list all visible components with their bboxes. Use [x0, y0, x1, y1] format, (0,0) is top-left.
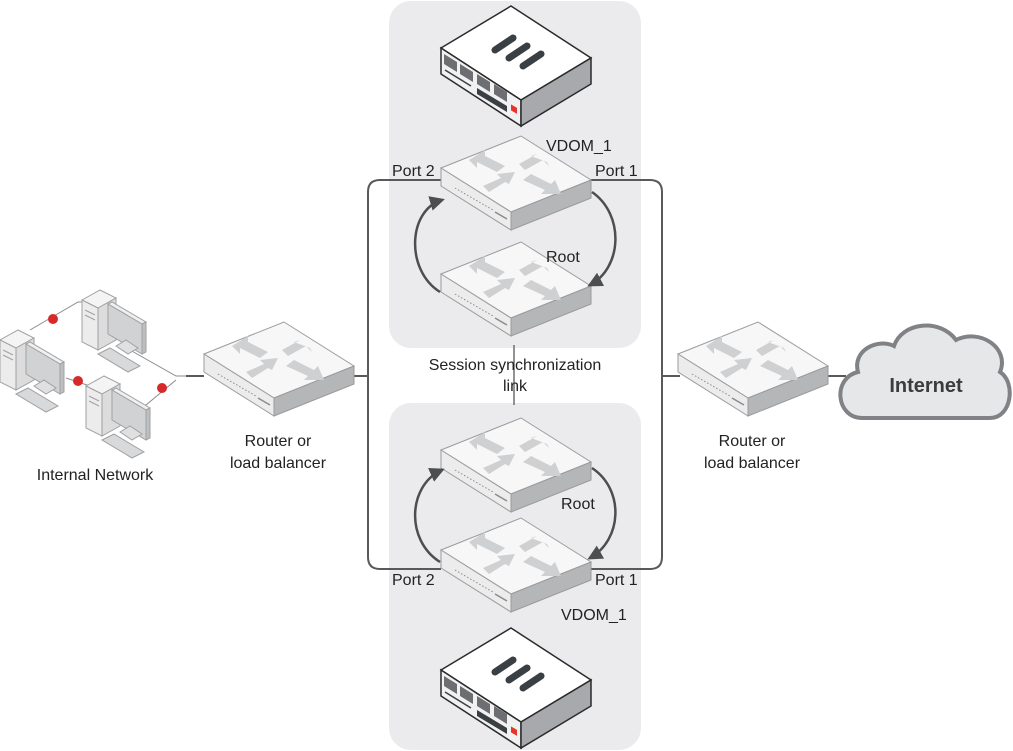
- top-vdom1-label: VDOM_1: [546, 138, 612, 155]
- router-right-label-line2: load balancer: [704, 455, 801, 472]
- bottom-loop-arrow-left: [413, 468, 445, 564]
- bottom-vdom1-label: VDOM_1: [561, 607, 627, 624]
- bottom-loop-arrow-right: [587, 466, 617, 560]
- router-right-icon: [677, 321, 829, 417]
- router-left-label-line1: Router or: [245, 433, 312, 450]
- right-bus-line: [590, 179, 663, 570]
- internal-network-label: Internal Network: [37, 467, 154, 484]
- link-dot: [157, 383, 167, 393]
- cloud-icon: [838, 323, 1012, 420]
- session-sync-label-line1: Session synchronization: [429, 357, 602, 374]
- left-bus-line: [367, 179, 441, 570]
- router-right-label-line1: Router or: [719, 433, 786, 450]
- bottom-port1-label: Port 1: [595, 572, 638, 589]
- top-loop-arrow-right: [587, 190, 617, 287]
- router-left-label-line2: load balancer: [230, 455, 327, 472]
- top-port2-label: Port 2: [392, 163, 435, 180]
- link-dot: [48, 314, 58, 324]
- bottom-root-label: Root: [561, 496, 595, 513]
- top-port1-label: Port 1: [595, 163, 638, 180]
- top-root-label: Root: [546, 249, 580, 266]
- internet-label: Internet: [889, 375, 963, 397]
- top-loop-arrow-left: [413, 196, 445, 294]
- link-dot: [73, 376, 83, 386]
- router-left-icon: [203, 321, 355, 417]
- bottom-port2-label: Port 2: [392, 572, 435, 589]
- session-sync-label-line2: link: [503, 378, 528, 395]
- computer-cluster-icon: [0, 289, 151, 459]
